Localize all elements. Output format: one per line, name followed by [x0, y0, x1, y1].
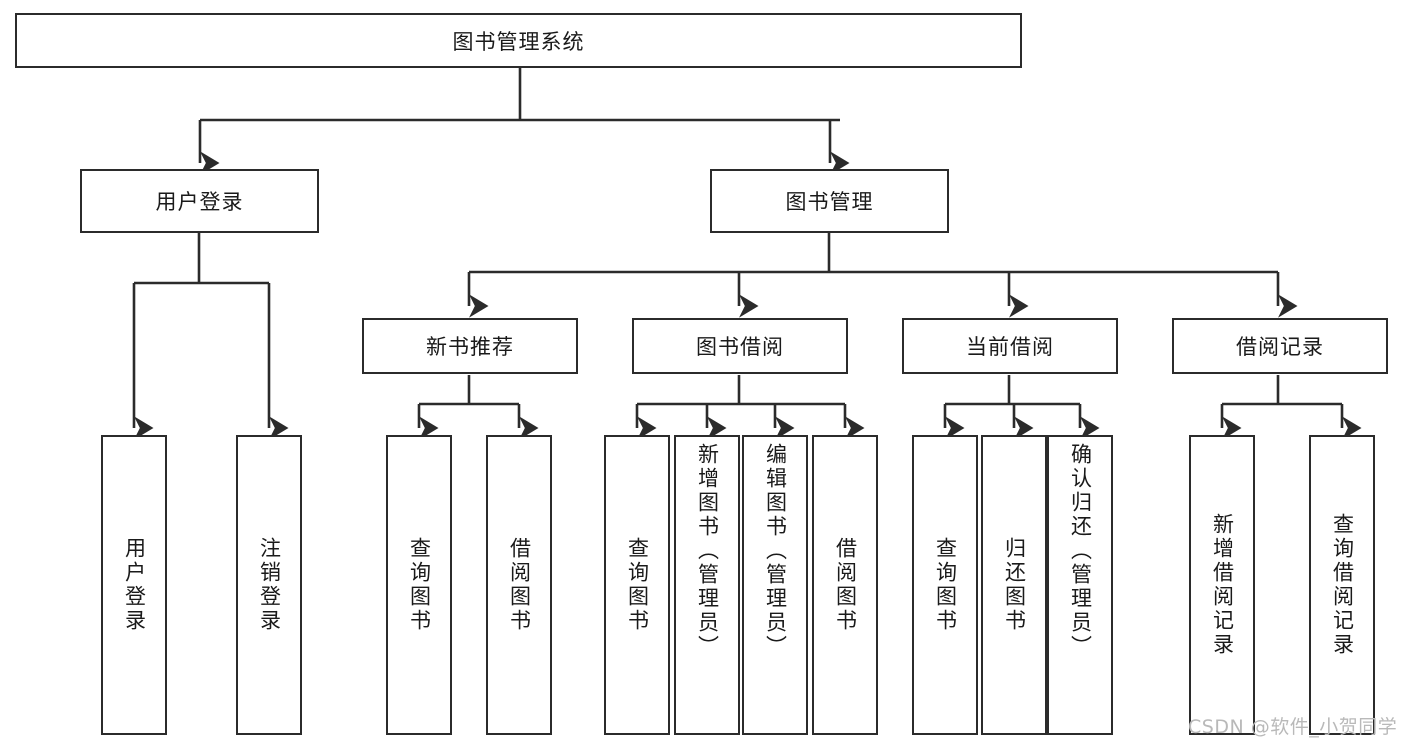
node-book-borrow[interactable]: 图书借阅 [632, 318, 848, 374]
csdn-watermark: CSDN @软件_小贺同学 [1188, 716, 1398, 738]
node-label: 新书推荐 [426, 335, 514, 359]
leaf-user-login-signin[interactable]: 用户登录 [101, 435, 167, 735]
leaf-current-return-book[interactable]: 归还图书 [981, 435, 1047, 735]
node-label: 确认归还（管理员） [1068, 443, 1093, 659]
leaf-recommend-query-book[interactable]: 查询图书 [386, 435, 452, 735]
node-new-book-recommend[interactable]: 新书推荐 [362, 318, 578, 374]
node-label: 图书管理系统 [452, 29, 585, 54]
node-label: 归还图书 [1002, 537, 1027, 633]
leaf-borrow-borrow-book[interactable]: 借阅图书 [812, 435, 878, 735]
leaf-borrow-query-book[interactable]: 查询图书 [604, 435, 670, 735]
node-user-login[interactable]: 用户登录 [80, 169, 319, 233]
node-label: 用户登录 [155, 190, 244, 214]
node-label: 查询借阅记录 [1330, 513, 1355, 657]
node-label: 新增图书（管理员） [695, 443, 720, 659]
leaf-borrow-edit-book-admin[interactable]: 编辑图书（管理员） [742, 435, 808, 735]
leaf-current-confirm-return-admin[interactable]: 确认归还（管理员） [1047, 435, 1113, 735]
node-label: 借阅图书 [507, 537, 532, 633]
leaf-record-add-record[interactable]: 新增借阅记录 [1189, 435, 1255, 735]
node-label: 新增借阅记录 [1210, 513, 1235, 657]
leaf-record-query-record[interactable]: 查询借阅记录 [1309, 435, 1375, 735]
node-label: 查询图书 [407, 537, 432, 633]
node-label: 当前借阅 [966, 335, 1054, 359]
node-borrow-record[interactable]: 借阅记录 [1172, 318, 1388, 374]
node-label: 图书管理 [785, 190, 874, 214]
node-label: 借阅图书 [833, 537, 858, 633]
node-label: 编辑图书（管理员） [763, 443, 788, 659]
node-label: 图书借阅 [696, 335, 784, 359]
node-book-management[interactable]: 图书管理 [710, 169, 949, 233]
node-label: 查询图书 [933, 537, 958, 633]
node-label: 借阅记录 [1236, 335, 1324, 359]
node-label: 用户登录 [122, 537, 147, 633]
leaf-borrow-add-book-admin[interactable]: 新增图书（管理员） [674, 435, 740, 735]
node-label: 查询图书 [625, 537, 650, 633]
leaf-current-query-book[interactable]: 查询图书 [912, 435, 978, 735]
node-current-borrow[interactable]: 当前借阅 [902, 318, 1118, 374]
leaf-user-login-signout[interactable]: 注销登录 [236, 435, 302, 735]
node-label: 注销登录 [257, 537, 282, 633]
leaf-recommend-borrow-book[interactable]: 借阅图书 [486, 435, 552, 735]
node-root-system[interactable]: 图书管理系统 [15, 13, 1022, 68]
